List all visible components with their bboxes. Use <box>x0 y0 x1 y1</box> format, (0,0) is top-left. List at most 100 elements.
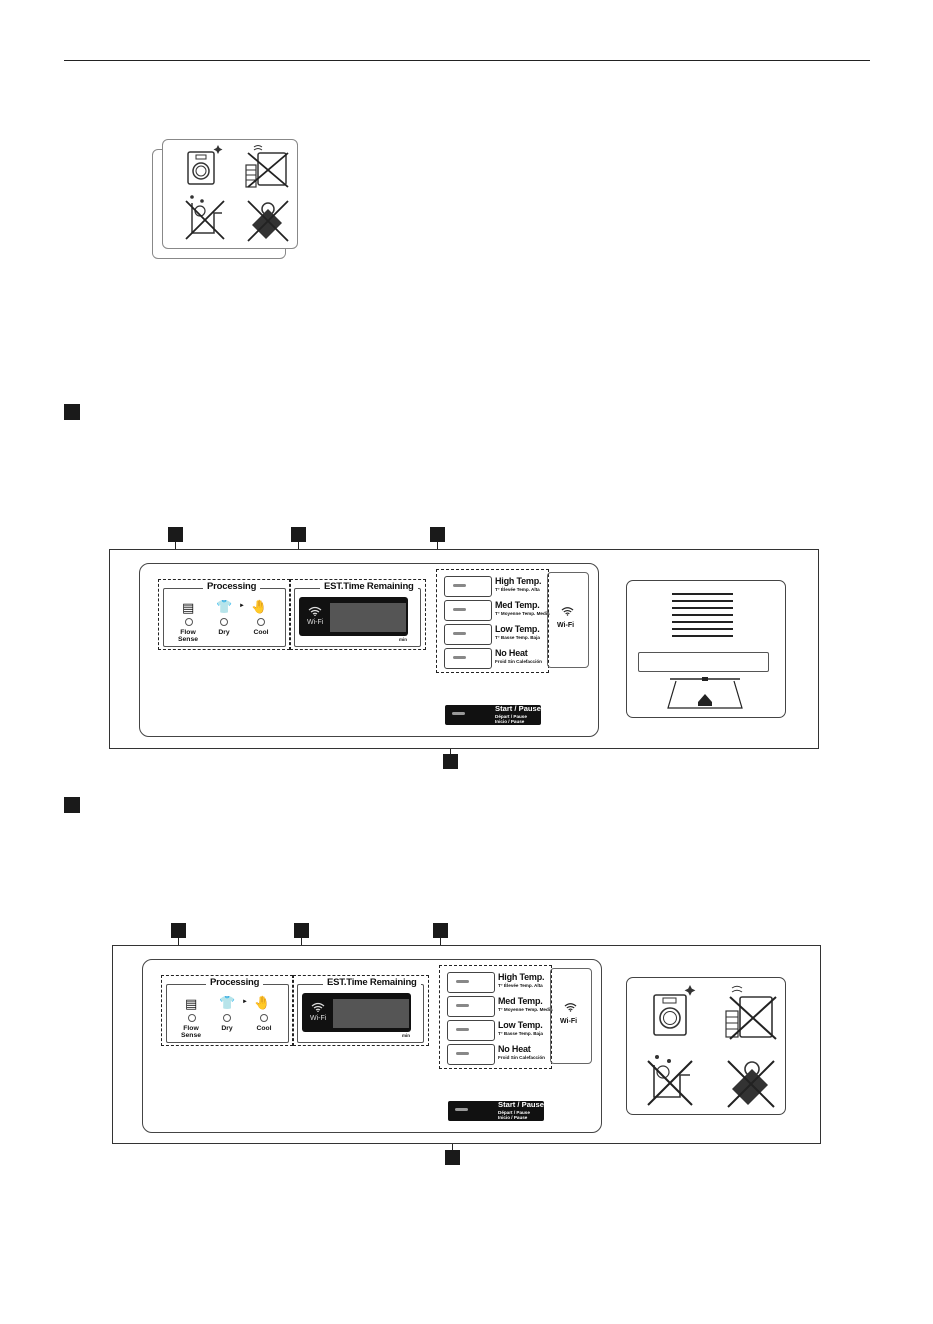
high-temp-sub: T° Élevée Temp. Alta <box>495 587 540 592</box>
med-temp-button[interactable] <box>444 600 492 621</box>
wifi-icon <box>564 1003 577 1012</box>
callout-marker-3 <box>433 923 448 938</box>
control-area <box>142 959 602 1133</box>
start-pause-sub-es: Inicio / Pause <box>498 1115 528 1120</box>
cool-label: Cool <box>253 629 269 636</box>
start-pause-label: Start / Pause <box>495 704 542 713</box>
start-pause-sub-fr: Départ / Pause <box>498 1110 530 1115</box>
flow-sense-led <box>188 1014 196 1022</box>
low-temp-button[interactable] <box>444 624 492 645</box>
section-marker-b <box>64 797 80 813</box>
no-water-icon <box>185 195 225 240</box>
start-pause-button[interactable] <box>448 1101 544 1121</box>
control-panel-a: Processing ▤ 👕 ► 🤚 Flow Sense Dry Cool E… <box>109 549 819 749</box>
temp-dashed-area <box>436 569 549 673</box>
est-time-title: EST.Time Remaining <box>323 977 421 988</box>
processing-dashed-area <box>161 975 293 1046</box>
est-time-group: EST.Time Remaining <box>297 977 424 1043</box>
cool-label: Cool <box>256 1025 272 1032</box>
care-icons-panel <box>626 977 786 1115</box>
min-unit: min <box>399 637 408 642</box>
dry-icon: 👕 <box>216 599 233 614</box>
cool-icon: 🤚 <box>254 995 271 1010</box>
vent-line <box>672 607 733 609</box>
low-temp-label: Low Temp. <box>495 624 540 634</box>
no-rack-dry-icon <box>725 985 777 1040</box>
wifi-button[interactable] <box>547 572 589 668</box>
high-temp-button[interactable] <box>444 576 492 597</box>
dryer-icon <box>187 145 223 185</box>
high-temp-button[interactable] <box>447 972 495 993</box>
est-time-dashed-area <box>293 975 429 1046</box>
processing-title: Processing <box>203 581 261 592</box>
callout-marker-3 <box>430 527 445 542</box>
vent-line <box>672 635 733 637</box>
flow-sense-icon: ▤ <box>185 996 198 1011</box>
temp-dashed-area <box>439 965 552 1069</box>
wifi-button[interactable] <box>550 968 592 1064</box>
no-rack-dry-icon <box>245 145 289 188</box>
est-time-title: EST.Time Remaining <box>320 581 418 592</box>
start-pause-label: Start / Pause <box>498 1100 545 1109</box>
vent-line <box>672 600 733 602</box>
lint-filter-panel <box>626 580 786 718</box>
wifi-icon <box>311 1002 325 1012</box>
care-icons-svg <box>647 985 777 1108</box>
high-temp-sub: T° Élevée Temp. Alta <box>498 983 543 988</box>
time-display-window <box>333 999 409 1028</box>
processing-group: Processing <box>163 581 286 647</box>
start-pause-sub-fr: Départ / Pause <box>495 714 527 719</box>
dry-icon: 👕 <box>219 995 236 1010</box>
callout-marker-2 <box>294 923 309 938</box>
no-iron-icon <box>247 200 289 242</box>
low-temp-button[interactable] <box>447 1020 495 1041</box>
top-rule <box>64 60 870 61</box>
med-temp-label: Med Temp. <box>495 600 540 610</box>
no-heat-label: No Heat <box>495 648 528 658</box>
dryer-icon <box>653 985 696 1036</box>
no-heat-button[interactable] <box>444 648 492 669</box>
start-pause-button[interactable] <box>445 705 541 725</box>
cool-led <box>257 618 265 626</box>
filter-handle-icon <box>667 677 743 709</box>
flow-sense-led <box>185 618 193 626</box>
flow-sense-icon: ▤ <box>182 600 195 615</box>
no-heat-sub: Froid Sin Calefacción <box>498 1055 545 1060</box>
processing-dashed-area <box>158 579 290 650</box>
callout-marker-1 <box>171 923 186 938</box>
label-strip <box>638 652 769 672</box>
display-wifi-label: Wi-Fi <box>310 1015 327 1022</box>
callout-marker-1 <box>168 527 183 542</box>
processing-title: Processing <box>206 977 264 988</box>
no-iron-icon <box>727 1060 775 1108</box>
time-display-window <box>330 603 406 632</box>
start-pause-sub-es: Inicio / Pause <box>495 719 525 724</box>
est-time-dashed-area <box>290 579 426 650</box>
vent-line <box>672 614 733 616</box>
no-heat-button[interactable] <box>447 1044 495 1065</box>
flow-sense-label: Flow Sense <box>180 1025 202 1039</box>
care-icons-svg <box>185 145 289 242</box>
dry-label: Dry <box>221 1025 233 1032</box>
vent-line <box>672 628 733 630</box>
section-marker-a <box>64 404 80 420</box>
med-temp-sub: T° Moyenne Temp. Media <box>498 1007 553 1012</box>
control-panel-b: Processing ▤ 👕 ► 🤚 Flow Sense Dry Cool E… <box>112 945 821 1144</box>
vent-line <box>672 593 733 595</box>
med-temp-button[interactable] <box>447 996 495 1017</box>
arrow-icon: ► <box>242 999 248 1005</box>
wifi-label: Wi-Fi <box>557 622 575 629</box>
min-unit: min <box>402 1033 411 1038</box>
low-temp-sub: T° Basse Temp. Baja <box>495 635 540 640</box>
wifi-icon <box>308 606 322 616</box>
no-water-icon <box>647 1055 693 1106</box>
vent-line <box>672 621 733 623</box>
high-temp-label: High Temp. <box>498 972 545 982</box>
wifi-label: Wi-Fi <box>560 1018 578 1025</box>
no-heat-label: No Heat <box>498 1044 531 1054</box>
cool-icon: 🤚 <box>251 599 268 614</box>
dry-label: Dry <box>218 629 230 636</box>
dry-led <box>220 618 228 626</box>
est-time-group: EST.Time Remaining <box>294 581 421 647</box>
arrow-icon: ► <box>239 603 245 609</box>
